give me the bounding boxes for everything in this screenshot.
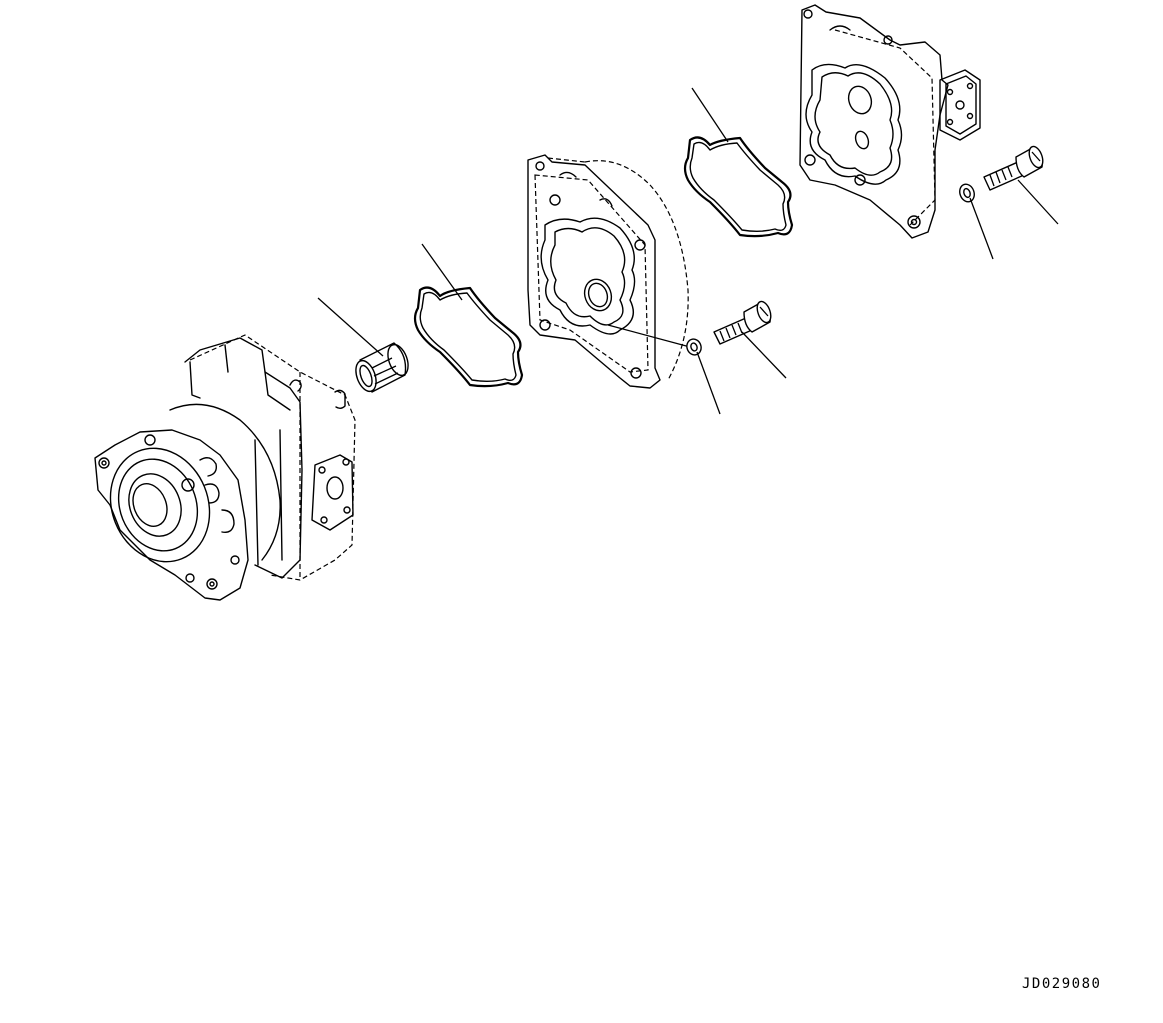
washer [959,183,975,203]
leader-line-washer-2 [969,197,994,260]
flange-plate [527,154,691,389]
pump-body [94,334,356,601]
gasket [683,136,794,238]
leader-line-bearing [317,297,384,357]
bolt [983,145,1044,191]
gasket [413,286,524,388]
bolt [713,300,772,345]
roller-bearing [355,342,409,393]
washer [686,338,702,356]
leader-line-gasket-2 [691,87,729,143]
leader-line-gasket-1 [421,243,463,301]
leader-line-bolt-2 [1017,179,1059,225]
drawing-code: JD029080 [1022,976,1102,992]
leader-line-bolt-1 [741,331,787,379]
end-cover [799,4,981,239]
leader-line-washer-1 [696,351,721,415]
